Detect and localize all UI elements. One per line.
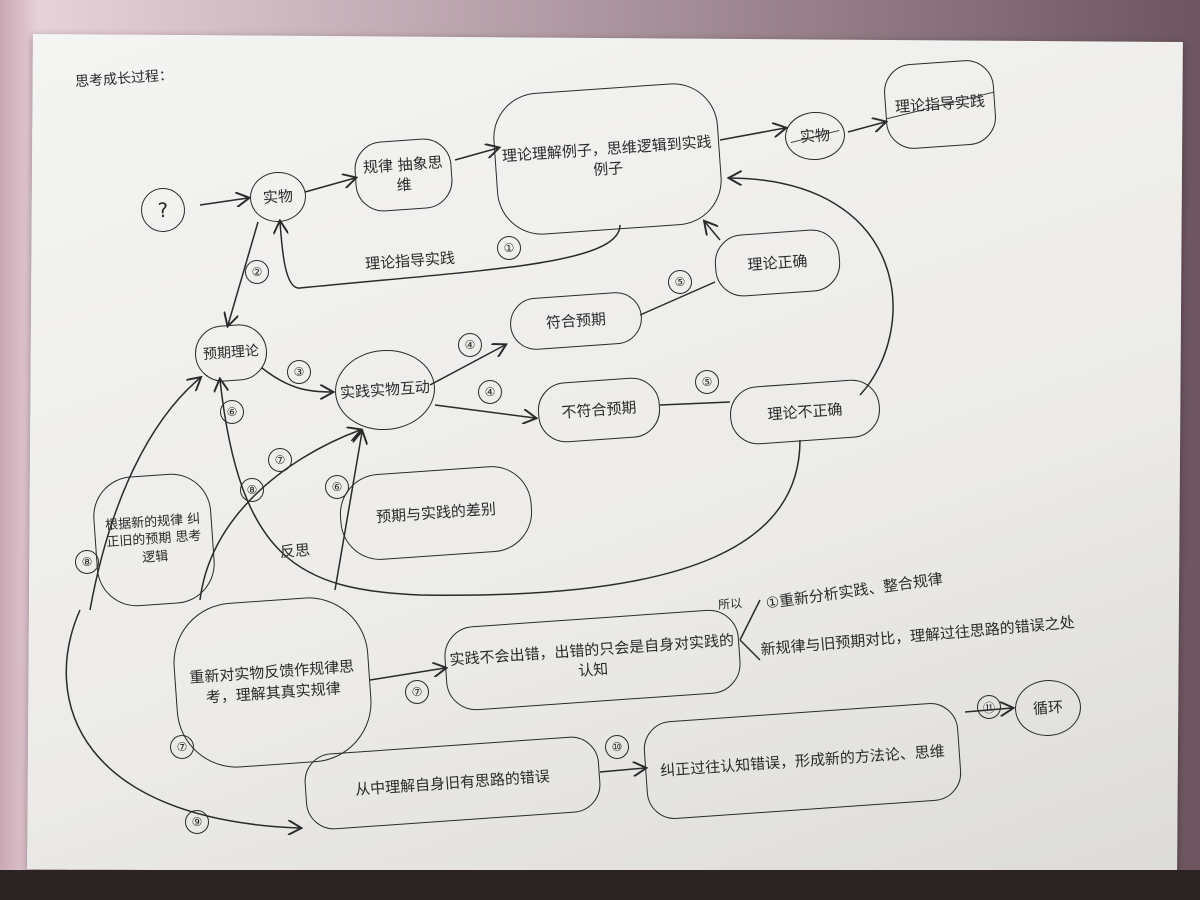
edge-practice-meet: [429, 345, 505, 386]
edge-crossed-theory: [847, 122, 885, 133]
edge-difference-practice: [334, 432, 362, 591]
edge-theory-crossed: [719, 128, 785, 141]
edge-never-wrong-notes: [739, 599, 761, 661]
step-number: ⑤: [668, 270, 692, 294]
edge-object-expected: [228, 221, 259, 325]
node-correct-by-new-law: 根据新的规律 纠正旧的预期 思考逻辑: [90, 471, 218, 609]
edge-theory-object: [280, 222, 621, 289]
node-theory-examples: 理论理解例子，思维逻辑到实践例子: [490, 80, 725, 238]
table-edge: [0, 870, 1200, 900]
node-not-meet-expectation: 不符合预期: [536, 375, 662, 445]
theory-guides-crossed-text: 理论指导实践: [894, 92, 986, 117]
edge-law-theory: [454, 148, 498, 161]
step-number: ⑩: [605, 735, 629, 759]
step-number: ⑪: [977, 695, 1001, 719]
step-number: ③: [287, 360, 311, 384]
node-law-abstract: 规律 抽象思维: [352, 136, 455, 214]
edge-notmeet-incorrect: [659, 401, 731, 406]
node-theory-guides-crossed: 理论指导实践: [882, 58, 998, 151]
label-therefore: 所以: [717, 596, 743, 612]
step-number: ⑥: [220, 400, 244, 424]
node-meets-expectation: 符合预期: [508, 290, 644, 352]
step-number: ⑦: [268, 448, 292, 472]
node-theory-correct: 理论正确: [712, 227, 843, 299]
edge-understand-correct: [599, 768, 645, 772]
step-number: ④: [458, 333, 482, 357]
edge-incorrect-back: [220, 380, 801, 597]
edge-rethink-never-wrong: [369, 668, 445, 681]
step-number: ⑧: [75, 550, 99, 574]
step-number: ⑨: [185, 810, 209, 834]
edge-practice-notmeet: [434, 404, 535, 418]
edge-expected-practice: [261, 367, 332, 392]
step-number: ⑦: [405, 680, 429, 704]
step-number: ①: [497, 236, 521, 260]
edge-object-law: [304, 178, 355, 193]
label-reflect: 反思: [279, 540, 311, 562]
step-number: ⑦: [170, 735, 194, 759]
node-difference: 预期与实践的差别: [337, 463, 535, 563]
step-number: ④: [478, 380, 502, 404]
edge-loop-understand: [65, 609, 300, 828]
edge-meet-correct: [639, 281, 716, 316]
node-rethink: 重新对实物反馈作规律思考，理解其真实规律: [169, 593, 376, 772]
step-number: ⑥: [325, 475, 349, 499]
edge-new-law-expected: [89, 378, 200, 611]
edge-q-object: [199, 198, 248, 205]
edge-incorrect-loop: [730, 178, 894, 396]
object-crossed-text: 实物: [799, 125, 831, 146]
step-number: ⑧: [240, 478, 264, 502]
step-number: ②: [245, 260, 269, 284]
edge-correct-theory: [705, 222, 721, 241]
step-number: ⑤: [695, 370, 719, 394]
node-theory-incorrect: 理论不正确: [728, 377, 882, 447]
